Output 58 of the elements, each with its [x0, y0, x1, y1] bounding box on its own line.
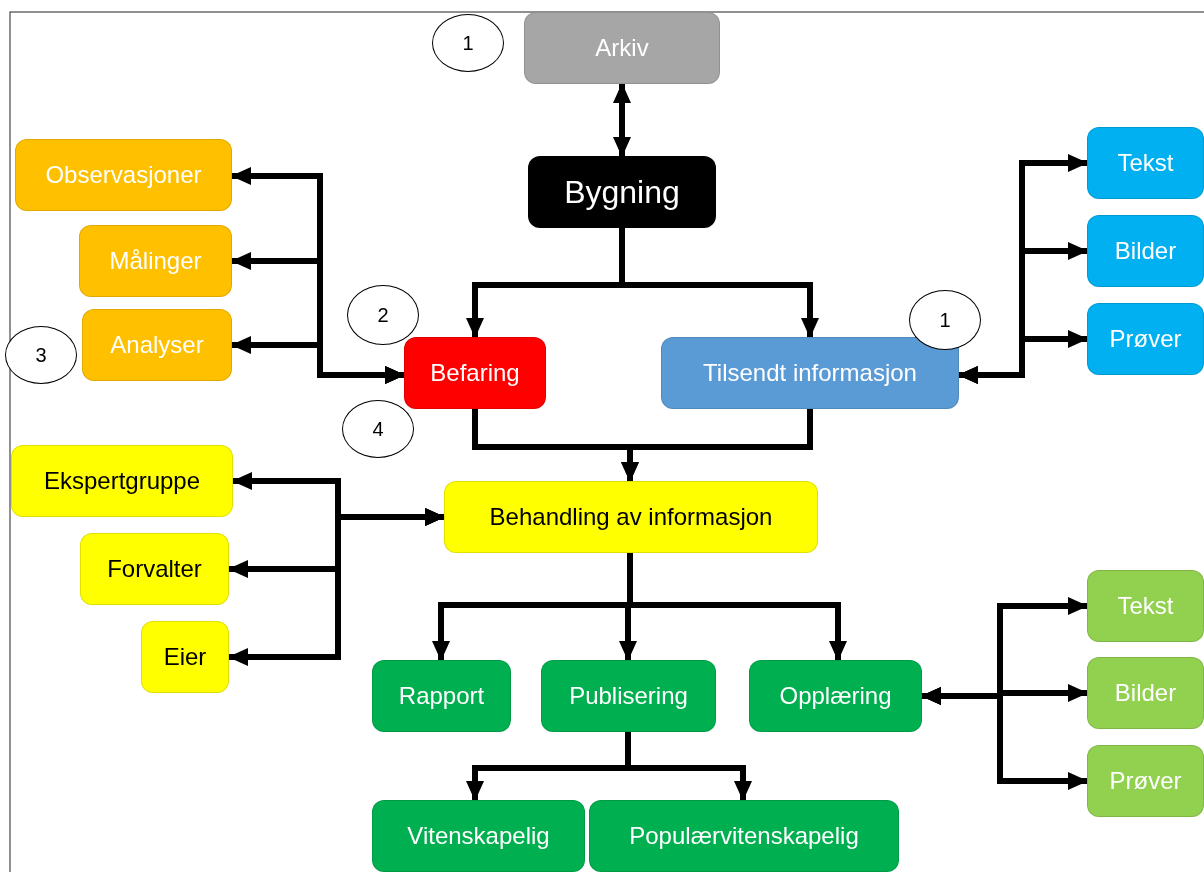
process-box — [141, 621, 229, 693]
process-box — [79, 225, 232, 297]
arrow — [627, 553, 847, 661]
process-box — [1087, 303, 1204, 375]
process-box — [404, 337, 546, 409]
number-circle — [342, 400, 414, 458]
node-label: Befaring — [430, 359, 520, 387]
process-box — [1087, 215, 1204, 287]
node-label: Arkiv — [595, 34, 649, 62]
process-box — [589, 800, 899, 872]
node-label: Vitenskapelig — [407, 822, 550, 850]
callout-number: 2 — [377, 303, 389, 327]
callout-number: 1 — [462, 31, 474, 55]
node-label: Tilsendt informasjon — [703, 359, 917, 387]
node-label: Opplæring — [779, 682, 892, 710]
arrow — [625, 732, 752, 801]
process-box — [1087, 570, 1204, 642]
callout-number: 3 — [35, 343, 47, 367]
process-box — [1087, 745, 1204, 817]
process-box — [80, 533, 229, 605]
process-box — [82, 309, 232, 381]
node-label: Bilder — [1114, 237, 1177, 265]
process-box — [11, 445, 233, 517]
arrow — [958, 330, 1088, 384]
node-label: Publisering — [569, 682, 688, 710]
callout-number: 1 — [939, 308, 951, 332]
node-label: Behandling av informasjon — [489, 503, 773, 531]
node-label: Prøver — [1109, 767, 1182, 795]
process-box — [1087, 657, 1204, 729]
node-label: Bilder — [1114, 679, 1177, 707]
arrow — [613, 83, 631, 157]
node-label: Målinger — [109, 247, 202, 275]
process-box — [749, 660, 922, 732]
node-label: Analyser — [110, 331, 204, 359]
process-box — [528, 156, 716, 228]
node-label: Ekspertgruppe — [43, 467, 201, 495]
node-label: Tekst — [1117, 149, 1174, 177]
process-box — [1087, 127, 1204, 199]
arrow — [921, 687, 1088, 790]
node-label: Populærvitenskapelig — [629, 822, 859, 850]
node-label: Observasjoner — [45, 161, 202, 189]
node-label: Prøver — [1109, 325, 1182, 353]
process-box — [524, 12, 720, 84]
process-box — [372, 800, 585, 872]
node-label: Tekst — [1117, 592, 1174, 620]
arrow — [619, 228, 819, 338]
process-box — [661, 337, 959, 409]
node-label: Rapport — [398, 682, 485, 710]
process-box — [541, 660, 716, 732]
node-label: Bygning — [564, 173, 680, 211]
process-box — [15, 139, 232, 211]
node-label: Forvalter — [107, 555, 202, 583]
callout-number: 4 — [372, 417, 384, 441]
process-box — [372, 660, 511, 732]
process-box — [444, 481, 818, 553]
arrow — [231, 336, 405, 384]
node-label: Eier — [163, 643, 207, 671]
arrow — [621, 409, 813, 482]
